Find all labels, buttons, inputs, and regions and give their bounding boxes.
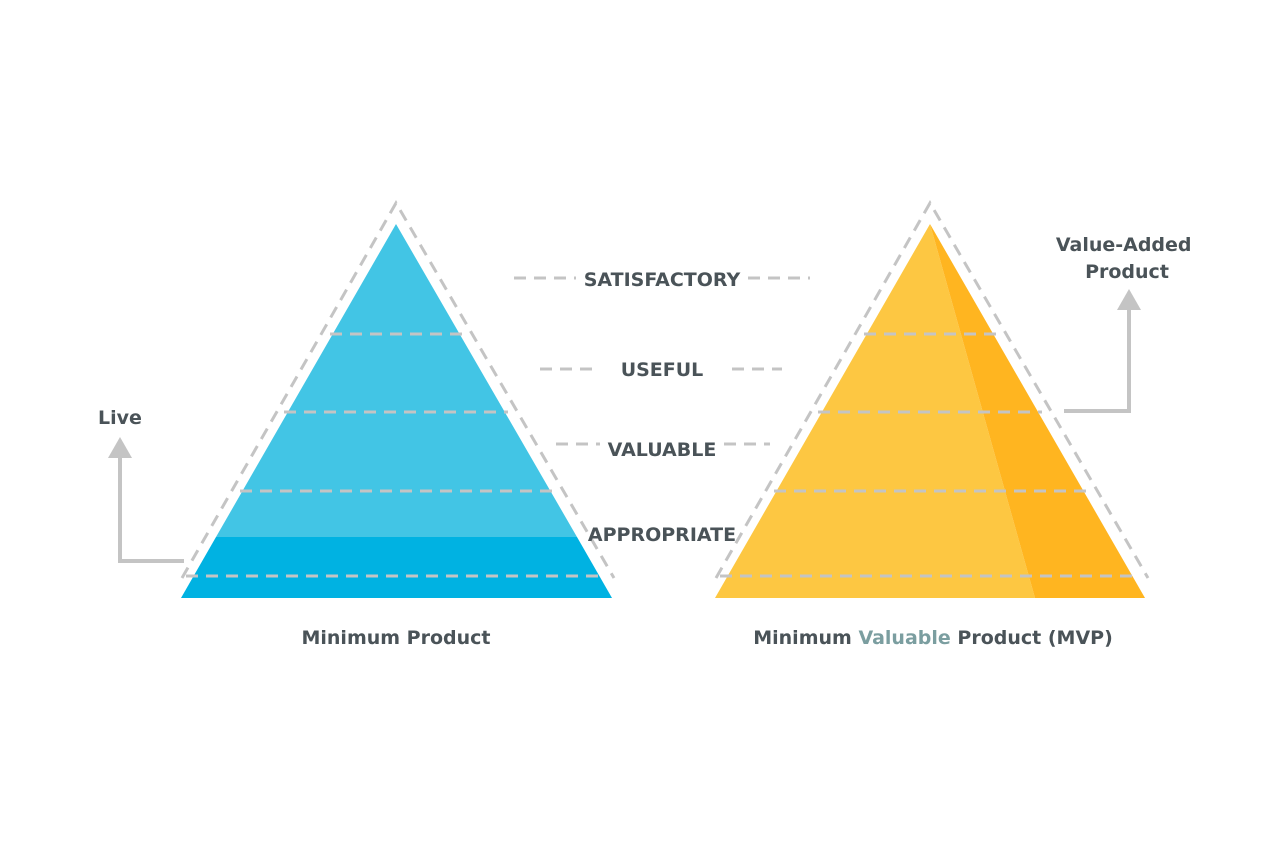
value-added-label-line1: Value-Added	[1056, 234, 1192, 256]
level-label-valuable: VALUABLE	[608, 439, 717, 461]
live-arrow-line	[118, 454, 184, 563]
mvp-caption-highlight: Valuable	[858, 627, 950, 649]
mvp-pyramid	[714, 199, 1150, 598]
value-added-label: Value-Added Product	[1056, 234, 1198, 283]
mvp-caption-suffix: Product (MVP)	[951, 627, 1113, 649]
value-added-label-line2: Product	[1085, 261, 1169, 283]
minimum-product-caption: Minimum Product	[301, 627, 490, 649]
arrow-up-icon	[1117, 289, 1141, 310]
mvp-caption-prefix: Minimum	[753, 627, 858, 649]
level-label-satisfactory: SATISFACTORY	[584, 269, 741, 291]
live-arrow	[108, 437, 184, 563]
level-label-useful: USEFUL	[621, 359, 704, 381]
pyramid-left-face	[715, 224, 1035, 598]
value-added-arrow-line	[1064, 306, 1131, 413]
center-level-dashes	[514, 276, 810, 446]
pyramid-right-face	[930, 224, 1145, 598]
pyramid-dashed-outline	[180, 199, 616, 579]
level-label-appropriate: APPROPRIATE	[588, 524, 736, 546]
pyramid-dashed-outline	[714, 199, 1150, 579]
pyramid-base-band	[181, 537, 612, 598]
mvp-caption: Minimum Valuable Product (MVP)	[753, 627, 1113, 649]
pyramid-level-lines	[186, 332, 600, 578]
value-added-arrow	[1064, 289, 1141, 413]
minimum-product-pyramid	[180, 199, 616, 598]
arrow-up-icon	[108, 437, 132, 458]
pyramid-top-section	[216, 224, 577, 537]
pyramid-level-lines	[720, 332, 1140, 578]
live-label: Live	[98, 407, 142, 429]
